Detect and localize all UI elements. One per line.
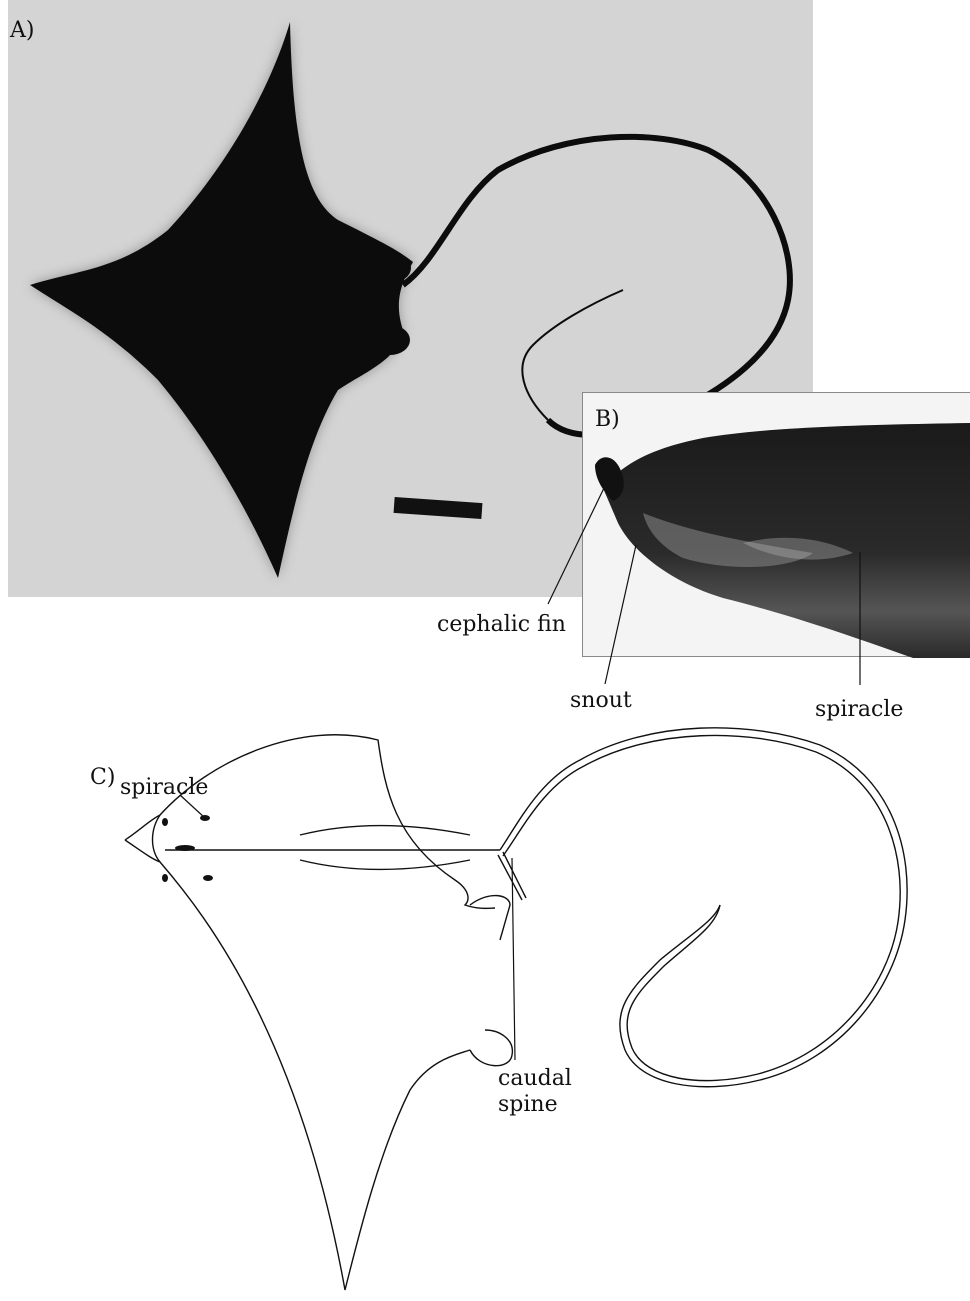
label-spine: spine bbox=[498, 1092, 558, 1117]
label-caudal: caudal bbox=[498, 1066, 572, 1091]
label-spiracle-c: spiracle bbox=[120, 775, 208, 800]
